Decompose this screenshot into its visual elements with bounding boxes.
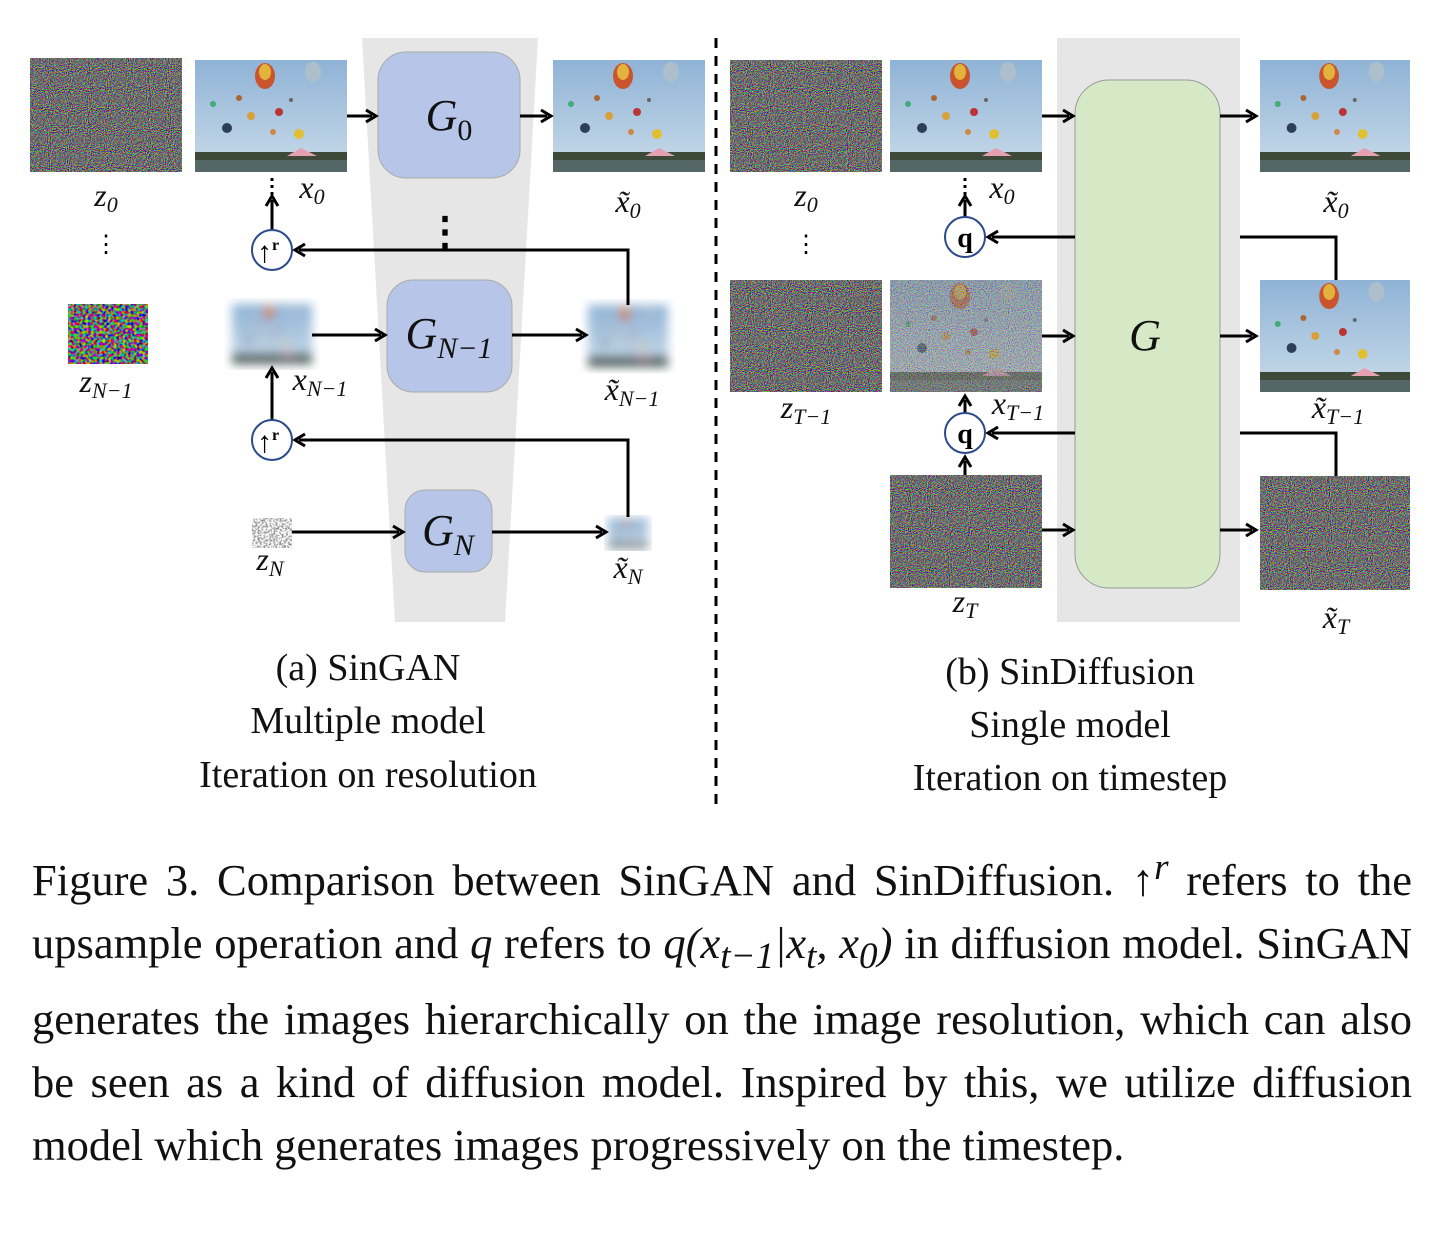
image-x-tilde-0 bbox=[1260, 60, 1410, 172]
ellipsis-vertical: ⋮ bbox=[94, 232, 118, 258]
formula: q(xt−1|xt, x0) bbox=[663, 917, 893, 977]
label-zT: zT bbox=[952, 583, 979, 623]
label-z0: z0 bbox=[93, 177, 117, 217]
q-operator-icon-1 bbox=[944, 216, 986, 258]
label-x-tilde-T: x̃T bbox=[1322, 599, 1351, 639]
label-x0: x0 bbox=[988, 169, 1014, 209]
upsample-icon-1 bbox=[251, 229, 293, 271]
image-x-tilde-N-1 bbox=[588, 305, 668, 367]
ellipsis-vertical: ⋮ bbox=[425, 209, 465, 254]
noise-image-z0 bbox=[730, 60, 882, 172]
svg-text:GN−1: GN−1 bbox=[405, 309, 492, 365]
generator-G bbox=[1074, 79, 1221, 589]
noise-image-zN bbox=[252, 518, 292, 548]
label-zN: zN bbox=[255, 541, 284, 581]
label-xT-1: xT−1 bbox=[991, 385, 1044, 425]
noise-image-zN-1 bbox=[68, 304, 148, 364]
noise-image-z0 bbox=[30, 58, 182, 172]
image-x0 bbox=[195, 60, 347, 172]
upsample-symbol: ↑r bbox=[1131, 847, 1169, 905]
arrows-singan bbox=[264, 108, 630, 540]
svg-text:GN: GN bbox=[422, 506, 476, 562]
q-operator-icon-2 bbox=[944, 412, 986, 454]
label-zT-1: zT−1 bbox=[780, 389, 832, 429]
subcaption-title: (b) SinDiffusion bbox=[945, 651, 1194, 693]
noise-image-zT-1 bbox=[730, 280, 882, 392]
svg-text:↑r: ↑r bbox=[257, 426, 279, 459]
figure-diagram: G0 GN−1 GN ↑r ↑r ⋮ ⋮ z0 zN−1 zN x0 xN−1 … bbox=[30, 38, 1410, 805]
label-z0: z0 bbox=[793, 177, 817, 217]
panel-singan: G0 GN−1 GN ↑r ↑r ⋮ ⋮ z0 zN−1 zN x0 xN−1 … bbox=[30, 38, 705, 796]
image-x-tilde-0 bbox=[553, 60, 705, 172]
label-zN-1: zN−1 bbox=[79, 363, 133, 403]
subcaption-line: Iteration on resolution bbox=[199, 754, 537, 796]
image-x0 bbox=[890, 60, 1042, 172]
subcaption-line: Single model bbox=[969, 704, 1171, 746]
label-x0: x0 bbox=[298, 169, 324, 209]
image-x-tilde-T-1 bbox=[1260, 280, 1410, 392]
ellipsis-vertical: ⋮ bbox=[794, 232, 818, 258]
label-x-tilde-0: x̃0 bbox=[1322, 183, 1348, 223]
label-x-tilde-T-1: x̃T−1 bbox=[1311, 389, 1364, 429]
subcaption-line: Iteration on timestep bbox=[913, 757, 1227, 799]
panel-sindiffusion: G q q ⋮ z0 zT−1 zT x0 xT−1 x̃0 x̃T−1 bbox=[730, 38, 1410, 799]
image-x-tilde-N bbox=[608, 518, 648, 548]
svg-text:q: q bbox=[957, 223, 973, 254]
label-x-tilde-0: x̃0 bbox=[614, 183, 640, 223]
upsample-icon-2 bbox=[251, 419, 293, 461]
svg-text:G0: G0 bbox=[426, 91, 473, 147]
label-xN-1: xN−1 bbox=[292, 361, 348, 401]
figure-caption: Figure 3. Comparison between SinGAN and … bbox=[32, 847, 1412, 1170]
svg-text:↑r: ↑r bbox=[257, 236, 279, 269]
image-xN-1 bbox=[232, 304, 312, 364]
label-x-tilde-N: x̃N bbox=[613, 549, 644, 589]
label-x-tilde-N-1: x̃N−1 bbox=[604, 371, 660, 411]
arrows-sindiffusion bbox=[957, 108, 1338, 538]
subcaption-title: (a) SinGAN bbox=[276, 647, 461, 689]
noise-image-zT bbox=[890, 475, 1042, 588]
generator-label: G bbox=[1129, 311, 1161, 360]
image-xT-1 bbox=[890, 280, 1042, 392]
subcaption-line: Multiple model bbox=[250, 700, 485, 742]
noise-image-x-tilde-T bbox=[1260, 476, 1410, 590]
svg-text:q: q bbox=[957, 419, 973, 450]
